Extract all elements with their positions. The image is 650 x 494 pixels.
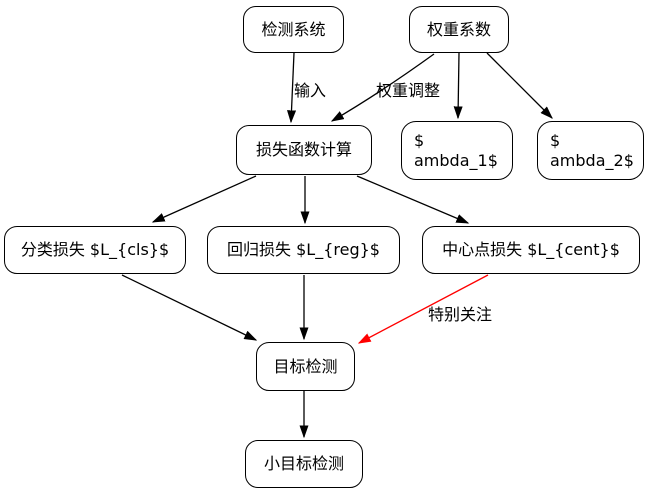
edge-label-weight-adjust: 权重调整 — [376, 81, 441, 100]
edge-label-input: 输入 — [294, 81, 327, 100]
node-weight-coefficient: 权重系数 — [409, 6, 509, 53]
edge-classification-to-detection — [121, 274, 258, 341]
edge-centerpoint-to-detection-highlight — [357, 274, 489, 344]
node-lambda-2: $ ambda_2$ — [537, 121, 644, 180]
node-center-point-loss: 中心点损失 $L_{cent}$ — [422, 226, 640, 274]
edge-weight-to-lambda1 — [453, 52, 463, 120]
node-detection-system: 检测系统 — [243, 6, 344, 53]
node-lambda-1: $ ambda_1$ — [401, 121, 513, 180]
node-regression-loss: 回归损失 $L_{reg}$ — [207, 226, 400, 274]
node-object-detection: 目标检测 — [256, 342, 355, 391]
edge-weight-to-loss — [330, 53, 435, 122]
node-small-object-detection: 小目标检测 — [245, 440, 363, 488]
node-classification-loss: 分类损失 $L_{cls}$ — [4, 226, 186, 274]
edge-loss-to-classification — [151, 175, 257, 223]
node-loss-function-calc: 损失函数计算 — [236, 125, 372, 175]
edge-loss-to-centerpoint — [356, 175, 470, 224]
edge-label-special-focus: 特别关注 — [428, 305, 493, 324]
edge-weight-to-lambda2 — [486, 52, 553, 119]
edge-detection-to-loss — [286, 52, 297, 124]
